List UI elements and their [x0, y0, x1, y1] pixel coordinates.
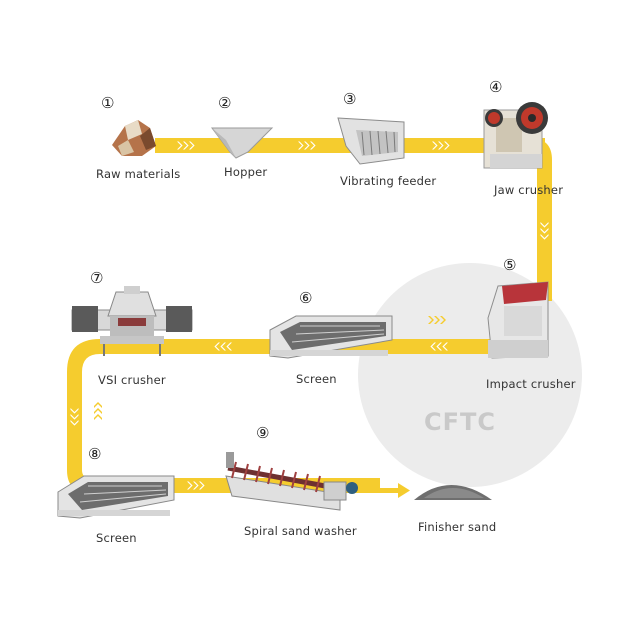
step-3-label: Vibrating feeder — [340, 174, 437, 188]
step-6-label: Screen — [296, 372, 337, 386]
return-arrows — [94, 316, 446, 420]
impact-crusher-icon — [487, 281, 549, 359]
vsi-crusher-icon — [71, 286, 193, 356]
hopper-icon — [211, 127, 274, 159]
flow-arrows — [177, 141, 450, 490]
sand-pile-icon — [414, 485, 492, 500]
screen-icon-bottom — [57, 475, 175, 519]
step-5-number: ⑤ — [503, 256, 517, 274]
step-9-number: ⑨ — [256, 424, 270, 442]
final-arrow — [376, 483, 410, 498]
step-8-label: Screen — [96, 531, 137, 545]
vibrating-feeder-icon — [337, 117, 405, 165]
step-9-label: Spiral sand washer — [244, 524, 357, 538]
step-6-number: ⑥ — [299, 289, 313, 307]
step-3-number: ③ — [343, 90, 357, 108]
raw-materials-icon — [112, 120, 156, 156]
company-logo: CFTC — [424, 408, 496, 436]
output-label: Finisher sand — [418, 520, 497, 534]
step-1-number: ① — [101, 94, 115, 112]
step-2-label: Hopper — [224, 165, 268, 179]
step-7-number: ⑦ — [90, 269, 104, 287]
step-2-number: ② — [218, 94, 232, 112]
spiral-sand-washer-icon — [225, 452, 358, 511]
screen-icon-middle — [269, 315, 393, 359]
step-8-number: ⑧ — [88, 445, 102, 463]
step-1-label: Raw materials — [96, 167, 181, 181]
step-4-number: ④ — [489, 78, 503, 96]
jaw-crusher-icon — [483, 102, 548, 169]
step-4-label: Jaw crusher — [494, 183, 564, 197]
step-7-label: VSI crusher — [98, 373, 166, 387]
step-5-label: Impact crusher — [486, 377, 576, 391]
